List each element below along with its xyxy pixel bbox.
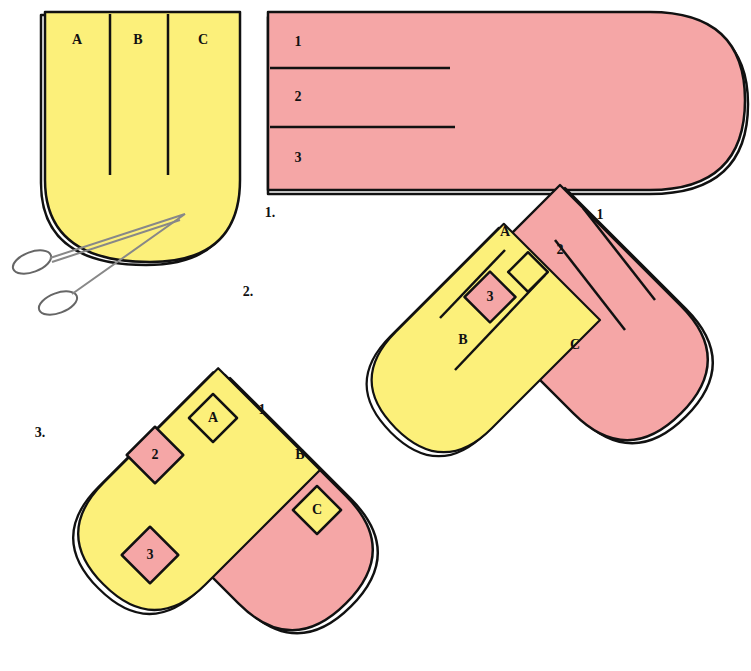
yellow-strip-patch	[293, 486, 341, 534]
scissors	[10, 214, 185, 319]
pink-strip-patch	[127, 427, 184, 484]
slit	[167, 14, 170, 175]
step-number: 1.	[265, 206, 276, 220]
strip-letter: A	[500, 225, 510, 239]
strip-letter: C	[198, 33, 208, 47]
pink-strip-patch	[122, 527, 179, 584]
slit	[270, 67, 450, 70]
step-number: 3.	[35, 426, 46, 440]
yellow-paper	[45, 12, 240, 262]
yellow-strip-patch	[189, 394, 237, 442]
slit	[583, 208, 655, 300]
strip-number: 3	[487, 290, 494, 304]
pink-strip-patch	[465, 272, 516, 323]
slit	[270, 126, 455, 129]
slit	[109, 14, 112, 175]
strip-number: 1	[259, 403, 266, 417]
strip-number: 2	[152, 448, 159, 462]
step-three	[48, 368, 405, 660]
step-two	[343, 185, 740, 480]
strip-number: 3	[147, 548, 154, 562]
strip-letter: C	[312, 503, 322, 517]
strip-letter: A	[72, 33, 82, 47]
strip-letter: A	[208, 411, 218, 425]
step-number: 2.	[243, 285, 254, 299]
strip-letter: B	[458, 333, 467, 347]
pink-paper	[268, 12, 745, 190]
strip-number: 2	[295, 90, 302, 104]
yellow-strip-patch	[508, 252, 548, 292]
strip-letter: B	[295, 448, 304, 462]
strip-number: 1	[597, 208, 604, 222]
strip-number: 2	[557, 243, 564, 257]
strip-letter: C	[570, 338, 580, 352]
strip-letter: B	[133, 33, 142, 47]
strip-number: 1	[295, 35, 302, 49]
strip-number: 3	[295, 151, 302, 165]
